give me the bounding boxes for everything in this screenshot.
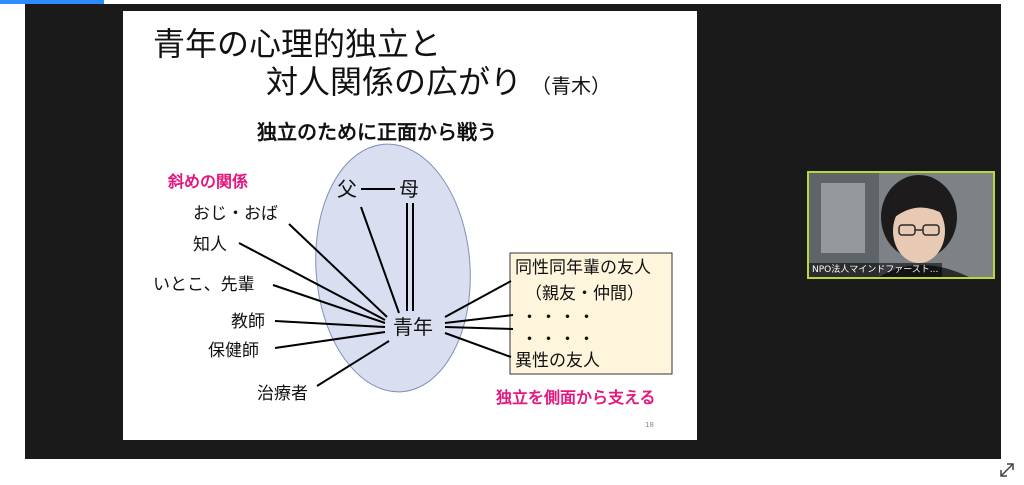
spoke-acquaintance — [238, 242, 386, 321]
participant-video-feed — [809, 173, 993, 277]
spoke-dots-b — [444, 326, 514, 330]
participant-name: NPO法人マインドファースト... — [809, 263, 942, 277]
slide-subtitle: 独立のために正面から戦う — [257, 120, 497, 144]
parent-ellipse — [315, 143, 471, 393]
left-item-nurse: 保健師 — [208, 341, 259, 361]
spoke-partner — [444, 332, 512, 358]
left-item-cousin: いとこ、先輩 — [153, 275, 255, 295]
slide-title-source: （青木） — [531, 74, 611, 98]
peer-box — [509, 252, 673, 375]
peer-dots-2: ・・・・ — [521, 330, 597, 350]
spoke-dots-a — [444, 314, 514, 324]
spoke-friend — [444, 280, 512, 318]
father-line — [360, 206, 400, 314]
peer-dots-1: ・・・・ — [521, 308, 597, 328]
spoke-teacher — [274, 320, 386, 328]
slide-canvas: 青年の心理的独立と 対人関係の広がり （青木） 独立のために正面から戦う 斜めの… — [153, 25, 673, 429]
peer-close-friends: （親友・仲間） — [525, 284, 644, 304]
spoke-uncle — [288, 223, 388, 318]
spoke-nurse — [274, 331, 386, 349]
mother-label: 母 — [399, 177, 419, 201]
left-item-acquaintance: 知人 — [193, 235, 227, 255]
slide-page-number: 18 — [645, 421, 654, 429]
slide-title-line1: 青年の心理的独立と — [153, 25, 441, 63]
peer-opposite-sex: 異性の友人 — [515, 351, 600, 371]
left-item-therapist: 治療者 — [257, 384, 308, 404]
father-label: 父 — [337, 177, 357, 201]
slide-title-line2: 対人関係の広がり — [266, 63, 522, 101]
active-tab-indicator — [0, 0, 104, 4]
shared-slide: 青年の心理的独立と 対人関係の広がり （青木） 独立のために正面から戦う 斜めの… — [123, 11, 697, 440]
expand-icon[interactable] — [998, 461, 1016, 479]
participant-video-tile[interactable]: NPO法人マインドファースト... — [807, 171, 995, 279]
youth-label: 青年 — [393, 315, 433, 339]
diagonal-relation-label: 斜めの関係 — [167, 172, 248, 191]
left-item-uncle: おじ・おば — [193, 204, 278, 224]
left-item-teacher: 教師 — [231, 312, 265, 332]
spoke-therapist — [316, 340, 390, 387]
spoke-cousin — [272, 284, 386, 324]
peer-same-sex: 同性同年輩の友人 — [515, 258, 651, 278]
side-support-label: 独立を側面から支える — [496, 388, 656, 407]
